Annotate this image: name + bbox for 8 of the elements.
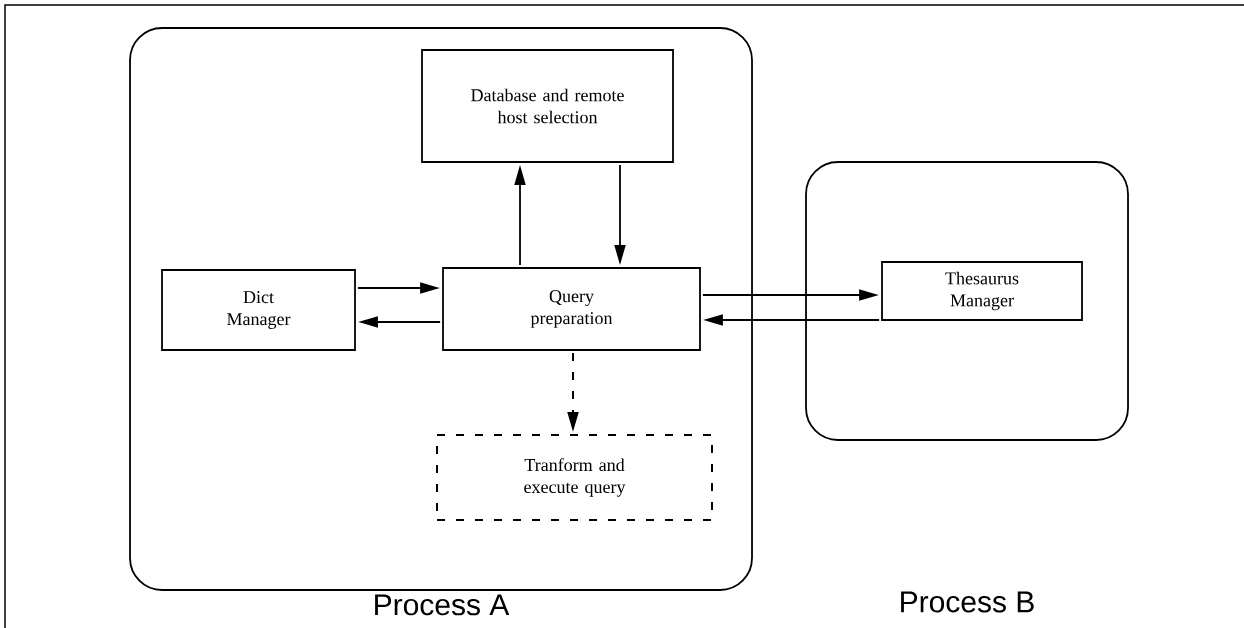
process-box: Tranform and execute query xyxy=(436,434,713,521)
node-label: Process A xyxy=(375,594,510,616)
process-box: Dict Manager xyxy=(161,269,356,351)
process-box: Query preparation xyxy=(442,267,701,351)
process-label: Process B xyxy=(901,591,1034,613)
process-box: Thesaurus Manager xyxy=(881,261,1083,321)
process-box: Database and remote host selection xyxy=(421,49,674,163)
process-box xyxy=(805,161,1129,441)
